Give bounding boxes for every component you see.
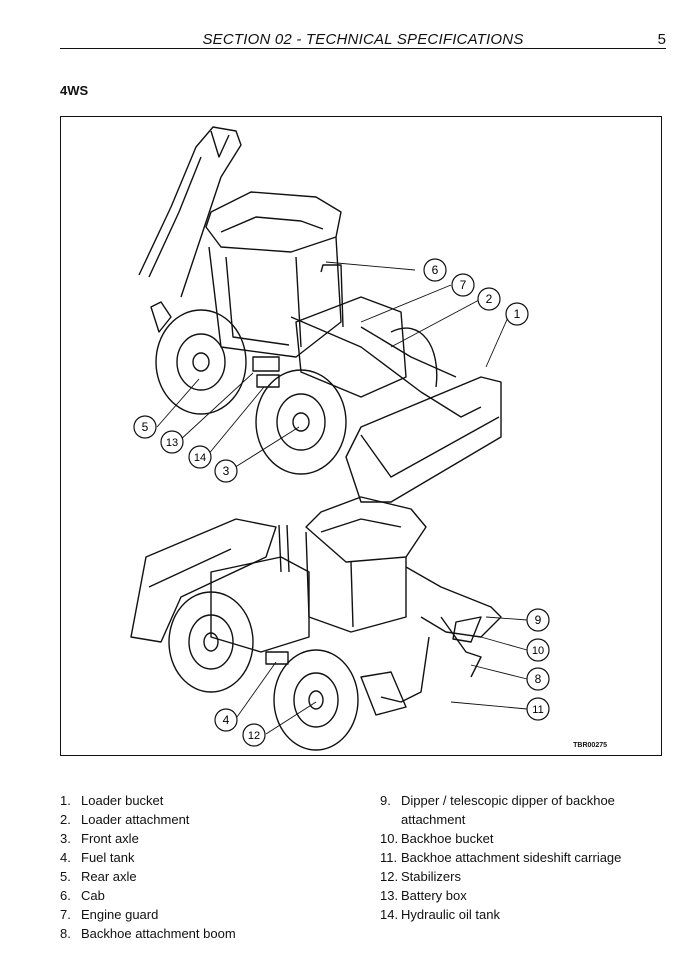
legend-text: Cab [81, 888, 105, 903]
legend-item: 1. Loader bucket [60, 791, 360, 810]
callout-4: 4 [214, 708, 238, 732]
svg-text:8: 8 [535, 672, 542, 686]
legend-number: 1. [60, 793, 71, 808]
svg-text:13: 13 [166, 437, 178, 449]
legend-number: 3. [60, 831, 71, 846]
legend-item: 10.Backhoe bucket [380, 829, 670, 848]
legend-number: 14. [380, 907, 399, 922]
svg-text:10: 10 [532, 645, 544, 657]
callout-8: 8 [526, 667, 550, 691]
legend-item: 5. Rear axle [60, 867, 360, 886]
svg-text:6: 6 [432, 263, 439, 277]
front-wheel-bottom [168, 591, 254, 693]
legend-text: Backhoe bucket [401, 831, 494, 846]
legend-number: 8. [60, 926, 71, 941]
legend-item: 4. Fuel tank [60, 848, 360, 867]
svg-text:12: 12 [248, 730, 260, 742]
svg-text:4: 4 [223, 713, 230, 727]
legend-text: Loader attachment [81, 812, 190, 827]
legend-item: 9. Dipper / telescopic dipper of backhoe … [380, 791, 670, 829]
svg-text:1: 1 [514, 307, 521, 321]
backhoe-dipper-arm-top [138, 126, 242, 298]
legend-number: 6. [60, 888, 71, 903]
cab-body-bottom [305, 531, 407, 633]
callout-14: 14 [188, 445, 212, 469]
legend-text: Stabilizers [401, 869, 461, 884]
engine-hood-top [295, 296, 407, 398]
legend-item: 13.Battery box [380, 886, 670, 905]
loader-bucket-bottom [130, 518, 277, 643]
cab-roof-bottom [305, 496, 427, 563]
callout-7: 7 [451, 273, 475, 297]
callout-11: 11 [526, 697, 550, 721]
legend-number: 5. [60, 869, 71, 884]
callout-3: 3 [214, 459, 238, 483]
section-title: SECTION 02 - TECHNICAL SPECIFICATIONS [202, 31, 524, 48]
cab-roof-top [205, 191, 342, 253]
legend-number: 4. [60, 850, 71, 865]
callout-9: 9 [526, 608, 550, 632]
legend-number: 2. [60, 812, 71, 827]
svg-text:2: 2 [486, 292, 493, 306]
rear-wheel-top [155, 309, 247, 415]
legend-item: 6. Cab [60, 886, 360, 905]
callout-10: 10 [526, 638, 550, 662]
legend-text: Battery box [401, 888, 467, 903]
callout-2: 2 [477, 287, 501, 311]
legend-right-column: 9. Dipper / telescopic dipper of backhoe … [380, 791, 670, 924]
legend-text: Hydraulic oil tank [401, 907, 500, 922]
subheading: 4WS [60, 83, 89, 98]
legend-text: Backhoe attachment boom [81, 926, 236, 941]
legend-text: Dipper / telescopic dipper of backhoe at… [401, 793, 615, 827]
legend-item: 7. Engine guard [60, 905, 360, 924]
legend-item: 2. Loader attachment [60, 810, 360, 829]
front-wheel-top [255, 369, 347, 475]
svg-text:11: 11 [532, 704, 543, 716]
legend-text: Loader bucket [81, 793, 164, 808]
legend-number: 9. [380, 793, 391, 808]
loader-bucket-top [345, 376, 502, 503]
svg-text:14: 14 [194, 452, 206, 464]
legend-item: 12.Stabilizers [380, 867, 670, 886]
legend-item: 3. Front axle [60, 829, 360, 848]
callout-13: 13 [160, 430, 184, 454]
legend-item: 8. Backhoe attachment boom [60, 924, 360, 943]
callout-5: 5 [133, 415, 157, 439]
page-header: SECTION 02 - TECHNICAL SPECIFICATIONS 5 [60, 30, 666, 49]
svg-text:5: 5 [142, 420, 149, 434]
rear-wheel-bottom [273, 649, 359, 751]
illustration-svg: 6 7 2 1 5 13 14 3 9 10 8 11 4 12 [130, 126, 550, 751]
legend-number: 13. [380, 888, 399, 903]
legend-text: Engine guard [81, 907, 159, 922]
legend-number: 12. [380, 869, 399, 884]
legend-item: 14.Hydraulic oil tank [380, 905, 670, 924]
legend-number: 11. [380, 850, 398, 865]
legend-item: 11.Backhoe attachment sideshift carriage [380, 848, 670, 867]
svg-text:3: 3 [223, 464, 230, 478]
legend-number: 10. [380, 831, 399, 846]
page-number: 5 [657, 31, 666, 48]
machine-illustration: 6 7 2 1 5 13 14 3 9 10 8 11 4 12 TBR0027… [60, 116, 662, 756]
legend-text: Backhoe attachment sideshift carriage [401, 850, 622, 865]
figure-code: TBR00275 [573, 742, 607, 749]
callout-12: 12 [242, 723, 266, 747]
svg-text:7: 7 [460, 278, 467, 292]
legend-text: Rear axle [81, 869, 137, 884]
legend-text: Fuel tank [81, 850, 135, 865]
callout-6: 6 [423, 258, 447, 282]
legend-left-column: 1. Loader bucket 2. Loader attachment 3. Fron… [60, 791, 360, 943]
callout-1: 1 [505, 302, 529, 326]
legend-text: Front axle [81, 831, 139, 846]
engine-hood-bottom [210, 556, 310, 653]
legend-number: 7. [60, 907, 71, 922]
backhoe-boom-bottom [405, 566, 502, 638]
svg-text:9: 9 [535, 613, 542, 627]
